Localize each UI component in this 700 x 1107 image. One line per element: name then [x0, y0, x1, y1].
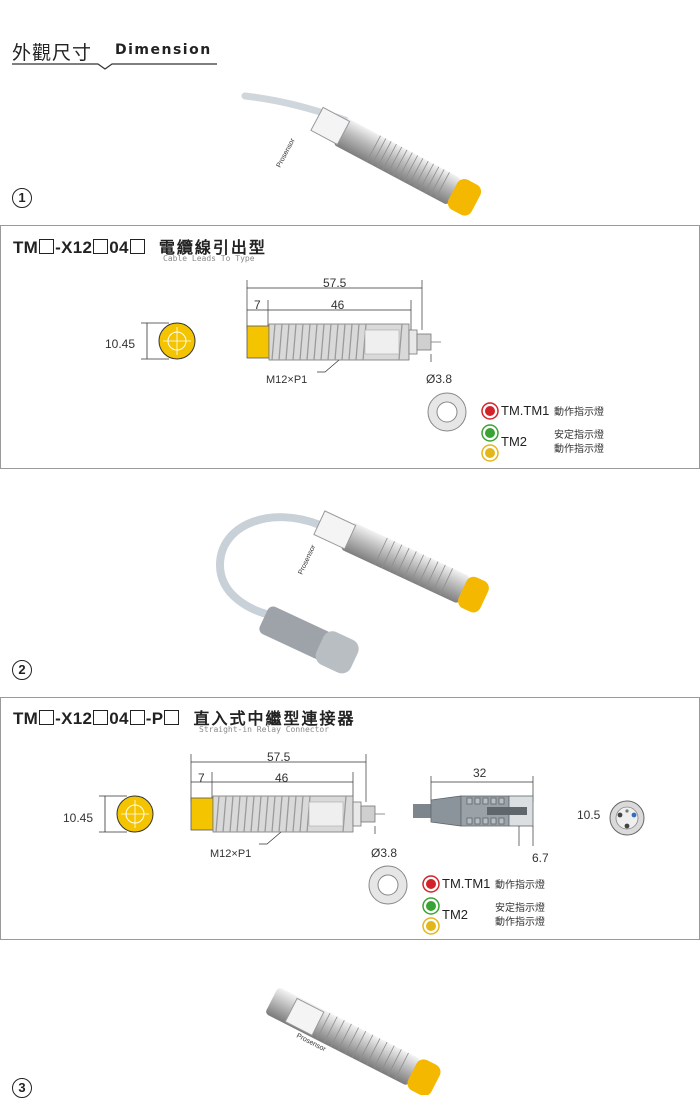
figure-number-3: 3	[12, 1078, 32, 1098]
led-amber-icon	[481, 444, 499, 462]
model-prefix: TM	[13, 709, 39, 728]
led-lens-drawing	[427, 392, 467, 432]
led-green-icon	[422, 897, 440, 915]
side-view-drawing	[190, 754, 385, 845]
connector-diameter-label: 10.5	[577, 808, 601, 822]
figure-number-2: 2	[12, 660, 32, 680]
led-tm-label: TM.TM1	[442, 876, 491, 891]
connector-length-label: 32	[473, 766, 487, 780]
section-relay-connector: TM -X12 04 -P 直入式中繼型連接器 Straight-in Relay C…	[0, 697, 700, 940]
header-title-en: Dimension	[115, 42, 212, 58]
model-title-zh: 直入式中繼型連接器	[193, 709, 356, 728]
front-view-drawing	[141, 322, 196, 360]
thread-length-label: 46	[275, 771, 289, 785]
head-length-label: 7	[198, 771, 205, 785]
product-photo-1: Prosensor	[241, 92, 482, 216]
led-tm2-desc-2: 動作指示燈	[495, 917, 545, 928]
connector-tip-label: 6.7	[532, 851, 549, 865]
model-box-icon	[93, 239, 109, 254]
section-cable-leads: TM -X12 04 電纜線引出型 Cable Leads To Type 10.4…	[0, 225, 700, 469]
model-box-icon	[39, 710, 55, 725]
header-title-zh: 外觀尺寸	[12, 42, 93, 64]
thread-spec-label: M12×P1	[210, 848, 252, 860]
total-length-label: 57.5	[267, 750, 291, 764]
total-length-label: 57.5	[323, 276, 347, 290]
led-tm2-desc-1: 安定指示燈	[495, 903, 545, 914]
cable-diameter-label: Ø3.8	[426, 372, 453, 386]
model-mid-2: 04	[109, 709, 129, 728]
side-view-drawing	[246, 280, 441, 373]
model-box-icon	[93, 710, 109, 725]
model-subtitle-en: Cable Leads To Type	[163, 254, 255, 263]
photo2-brand-label: Prosensor	[297, 543, 317, 575]
model-title-zh: 電纜線引出型	[158, 238, 267, 257]
model-mid-2: 04	[109, 238, 129, 257]
led-tm-label: TM.TM1	[501, 403, 550, 418]
figure-number-1: 1	[12, 188, 32, 208]
model-box-icon	[129, 710, 145, 725]
product-photo-2: Prosensor	[215, 510, 489, 674]
led-green-icon	[481, 424, 499, 442]
photo1-brand-label: Prosensor	[276, 137, 297, 169]
led-amber-icon	[422, 917, 440, 935]
led-lens-drawing	[368, 865, 408, 905]
model-subtitle-en: Straight-in Relay Connector	[199, 725, 330, 734]
model-mid-1: -X12	[55, 709, 93, 728]
led-tm-desc: 動作指示燈	[554, 407, 604, 418]
led-tm2-desc-2: 動作指示燈	[554, 444, 604, 455]
led-red-icon	[422, 875, 440, 893]
model-mid-1: -X12	[55, 238, 93, 257]
connector-pin-view	[609, 800, 645, 836]
model-box-icon	[39, 239, 55, 254]
led-tm2-label: TM2	[442, 907, 468, 922]
page-header: 外觀尺寸 Dimension	[12, 36, 217, 70]
cable-diameter-label: Ø3.8	[371, 846, 398, 860]
connector-drawing	[413, 776, 534, 846]
front-view-drawing	[99, 795, 154, 833]
model-line-1: TM -X12 04 電纜線引出型	[13, 234, 267, 258]
model-line-2: TM -X12 04 -P 直入式中繼型連接器	[13, 705, 356, 729]
thread-spec-label: M12×P1	[266, 374, 308, 386]
model-mid-3: -P	[145, 709, 164, 728]
thread-length-label: 46	[331, 298, 345, 312]
model-prefix: TM	[13, 238, 39, 257]
product-photo-3: Prosensor	[266, 988, 441, 1095]
led-red-icon	[481, 402, 499, 420]
led-tm2-label: TM2	[501, 434, 527, 449]
led-tm2-desc-1: 安定指示燈	[554, 430, 604, 441]
model-box-icon	[164, 710, 180, 725]
head-length-label: 7	[254, 298, 261, 312]
led-tm-desc: 動作指示燈	[495, 880, 545, 891]
header-underline	[12, 63, 217, 70]
model-box-icon	[129, 239, 145, 254]
diameter-label: 10.45	[63, 811, 94, 825]
diameter-label: 10.45	[105, 337, 136, 351]
